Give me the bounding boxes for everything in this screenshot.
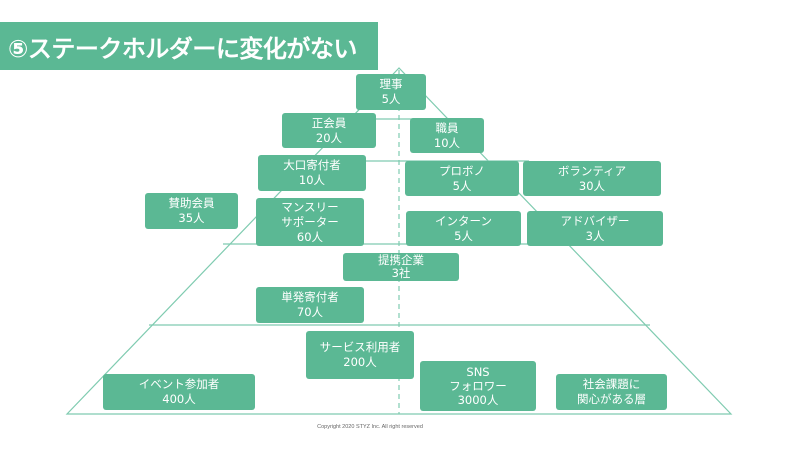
node-label: 関心がある層 [577, 392, 646, 406]
node-shokuin: 職員 10人 [410, 118, 484, 153]
node-label: プロボノ [439, 163, 485, 178]
node-count: 35人 [178, 211, 205, 225]
node-label: 賛助会員 [168, 196, 215, 210]
copyright-text: Copyright 2020 STYZ Inc. All right reser… [317, 424, 423, 430]
node-monthly: マンスリー サポーター 60人 [256, 198, 364, 246]
node-count: 200人 [343, 355, 377, 369]
node-count: 3000人 [457, 393, 499, 407]
node-label: 正会員 [311, 115, 347, 130]
node-label: インターン [435, 213, 492, 228]
node-sanjo: 賛助会員 35人 [145, 193, 238, 229]
node-event: イベント参加者 400人 [103, 374, 255, 410]
node-label: ボランティア [557, 163, 627, 178]
node-count: 60人 [296, 229, 324, 244]
node-ooguchi: 大口寄付者 10人 [258, 155, 366, 191]
node-seikaiin: 正会員 20人 [282, 113, 376, 148]
node-count: 5人 [452, 178, 472, 193]
node-label: SNS [466, 365, 490, 379]
node-rijji: 理事 5人 [356, 74, 426, 110]
node-label: 社会課題に [582, 377, 641, 391]
slide-title: ⑤ステークホルダーに変化がない [0, 22, 378, 70]
node-label: イベント参加者 [138, 377, 220, 391]
node-label: 提携企業 [378, 253, 424, 267]
node-label: サービス利用者 [319, 340, 401, 354]
node-shakai: 社会課題に 関心がある層 [556, 374, 667, 410]
node-count: 10人 [433, 135, 461, 150]
node-count: 10人 [298, 173, 326, 187]
node-advisor: アドバイザー 3人 [527, 211, 663, 246]
node-count: 3人 [585, 228, 605, 243]
node-count: 70人 [296, 305, 324, 319]
node-label: フォロワー [449, 379, 507, 393]
node-tanpatsu: 単発寄付者 70人 [256, 287, 364, 323]
node-service: サービス利用者 200人 [306, 331, 414, 379]
node-count: 20人 [315, 130, 343, 145]
node-intern: インターン 5人 [406, 211, 521, 246]
node-count: 5人 [381, 92, 401, 106]
node-teikei: 提携企業 3社 [343, 253, 459, 281]
node-label: 大口寄付者 [283, 158, 341, 172]
node-label: サポーター [281, 214, 339, 229]
node-label: マンスリー [281, 199, 339, 214]
node-label: 単発寄付者 [281, 290, 339, 304]
node-count: 5人 [454, 228, 473, 243]
node-label: 理事 [379, 77, 403, 91]
node-count: 3社 [391, 266, 411, 280]
node-label: アドバイザー [560, 213, 630, 228]
node-sns: SNS フォロワー 3000人 [420, 361, 536, 411]
node-count: 30人 [578, 178, 606, 193]
node-label: 職員 [435, 120, 459, 135]
node-probono: プロボノ 5人 [405, 161, 519, 196]
node-count: 400人 [162, 392, 196, 406]
node-volunteer: ボランティア 30人 [523, 161, 661, 196]
